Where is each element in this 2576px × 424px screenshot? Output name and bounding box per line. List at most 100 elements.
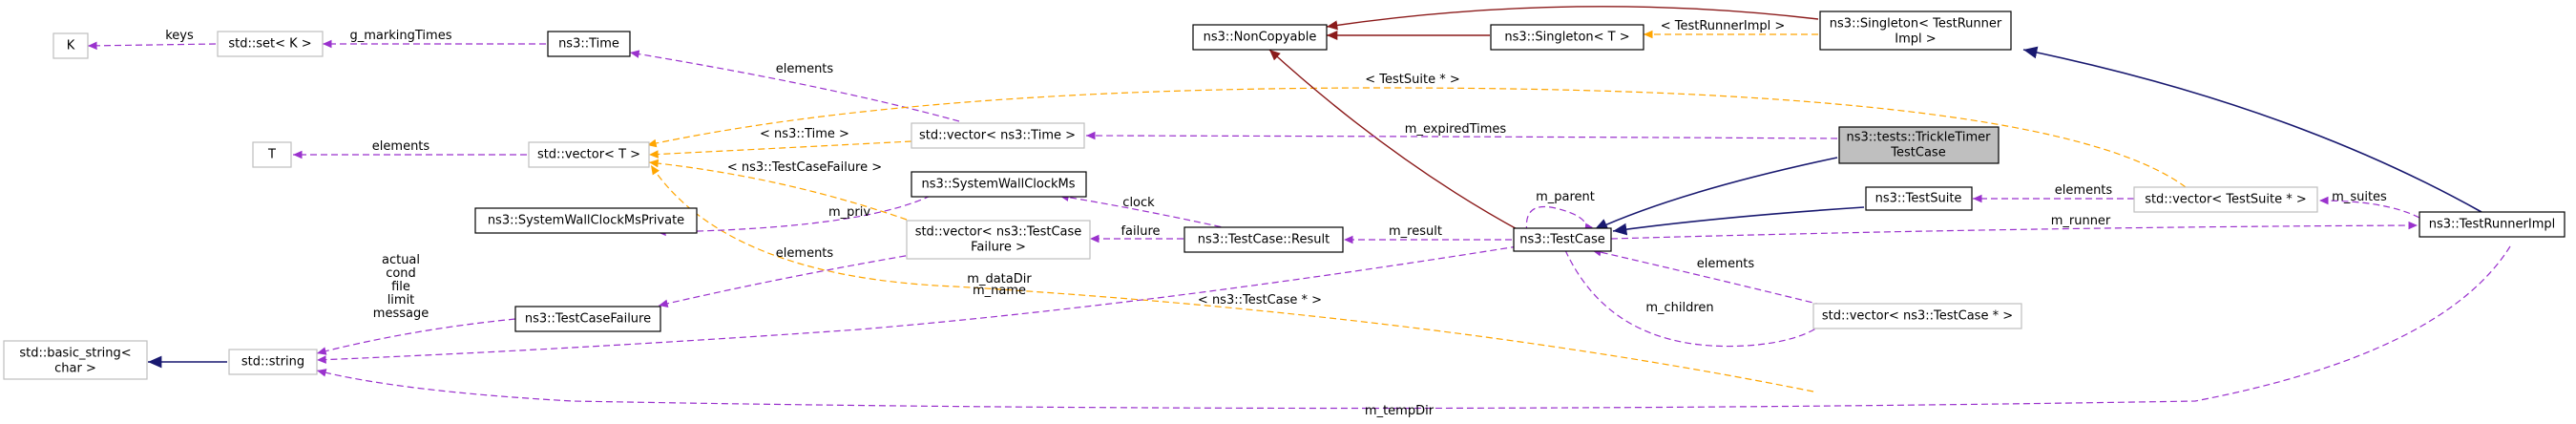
node-noncopyable-label: ns3::NonCopyable [1204, 31, 1317, 45]
label-m-runner: m_runner [2051, 214, 2111, 228]
edge-tpl-testsuite [646, 87, 2187, 188]
nodes: K std::set< K > ns3::Time T std::vector<… [3, 11, 2566, 380]
node-wallclock-label: ns3::SystemWallClockMs [921, 178, 1075, 192]
node-vector-suite-label: std::vector< TestSuite * > [2145, 193, 2307, 207]
node-singleton-runner[interactable]: ns3::Singleton< TestRunner Impl > [1819, 11, 2012, 51]
label-elements-testcase: elements [1697, 257, 1755, 271]
label-field-file: file [391, 280, 410, 294]
node-singleton-t-label: ns3::Singleton< T > [1504, 31, 1629, 45]
label-g-marking-times: g_markingTimes [350, 29, 452, 43]
label-m-datadir: m_dataDir [967, 272, 1032, 286]
node-basic-string-label-2: char > [54, 362, 96, 376]
label-m-name: m_name [973, 284, 1026, 298]
edge-trickle-testcase [1593, 157, 1838, 231]
node-vector-testcase[interactable]: std::vector< ns3::TestCase * > [1812, 303, 2022, 329]
node-wallclock-private[interactable]: ns3::SystemWallClockMsPrivate [474, 207, 698, 234]
node-noncopyable[interactable]: ns3::NonCopyable [1192, 24, 1328, 51]
label-m-children: m_children [1645, 301, 1713, 315]
node-vector-testcase-label: std::vector< ns3::TestCase * > [1822, 309, 2013, 324]
node-trickle-label-2: TestCase [1890, 146, 1945, 160]
label-tpl-testsuite: < TestSuite * > [1365, 73, 1459, 87]
edge-m-children [1564, 249, 1829, 348]
edge-elements-testcase [1591, 247, 1833, 308]
node-wallclock-private-label: ns3::SystemWallClockMsPrivate [488, 214, 684, 228]
edge-m-runner [1610, 221, 2419, 240]
label-failure: failure [1120, 224, 1160, 239]
node-result[interactable]: ns3::TestCase::Result [1183, 226, 1344, 253]
edge-elements-failure [658, 253, 917, 308]
node-wallclock[interactable]: ns3::SystemWallClockMs [911, 171, 1087, 198]
node-t-label: T [267, 148, 276, 162]
edge-m-parent [1525, 206, 1593, 234]
node-k[interactable]: K [52, 32, 89, 59]
node-result-label: ns3::TestCase::Result [1198, 233, 1330, 247]
label-keys: keys [165, 29, 194, 43]
node-testcase[interactable]: ns3::TestCase [1513, 227, 1612, 252]
node-vector-failure-label-2: Failure > [971, 241, 1026, 255]
edge-testcase-noncopyable [1268, 49, 1523, 233]
edge-tpl-time [648, 140, 912, 159]
node-vector-time[interactable]: std::vector< ns3::Time > [911, 122, 1085, 149]
label-field-cond: cond [386, 266, 416, 281]
edge-tpl-testcase [650, 164, 1814, 392]
node-testcase-failure[interactable]: ns3::TestCaseFailure [514, 306, 661, 332]
edge-labels: keys g_markingTimes elements elements < … [165, 19, 2387, 418]
label-elements-suite: elements [2055, 183, 2113, 198]
node-testcase-failure-label: ns3::TestCaseFailure [525, 312, 651, 327]
node-set-k-label: std::set< K > [228, 37, 311, 52]
node-basic-string[interactable]: std::basic_string< char > [3, 340, 148, 380]
node-singleton-runner-label-2: Impl > [1895, 32, 1936, 47]
edges [87, 6, 2511, 410]
label-m-priv: m_priv [828, 205, 870, 220]
edge-runner-noncopyable [1326, 6, 1819, 31]
edge-tpl-failure [648, 159, 908, 221]
label-clock: clock [1122, 196, 1155, 210]
node-string[interactable]: std::string [228, 349, 318, 375]
label-field-actual: actual [382, 253, 420, 267]
node-k-label: K [67, 39, 75, 53]
label-field-message: message [373, 307, 429, 321]
label-tpl-time: < ns3::Time > [760, 127, 849, 141]
node-trickle-label-1: ns3::tests::TrickleTimer [1847, 131, 1992, 145]
node-singleton-t[interactable]: ns3::Singleton< T > [1490, 24, 1644, 51]
label-elements-failure: elements [776, 246, 834, 261]
edge-testsuite-testcase [1612, 206, 1865, 236]
edge-clock [1058, 193, 1232, 230]
node-vector-t[interactable]: std::vector< T > [528, 141, 650, 168]
label-m-suites: m_suites [2332, 190, 2387, 204]
node-basic-string-label-1: std::basic_string< [19, 347, 131, 361]
node-vector-failure[interactable]: std::vector< ns3::TestCase Failure > [906, 220, 1091, 260]
label-m-expired-times: m_expiredTimes [1405, 122, 1507, 137]
edge-m-temp-dir [316, 245, 2511, 410]
node-vector-suite[interactable]: std::vector< TestSuite * > [2133, 186, 2318, 213]
node-testcase-label: ns3::TestCase [1519, 233, 1604, 247]
node-vector-time-label: std::vector< ns3::Time > [919, 129, 1076, 143]
edge-runnerimpl-singleton [2022, 46, 2482, 213]
label-m-result: m_result [1389, 224, 1442, 239]
node-testsuite-label: ns3::TestSuite [1875, 192, 1962, 206]
node-testsuite[interactable]: ns3::TestSuite [1865, 186, 1973, 211]
label-m-temp-dir: m_tempDir [1365, 404, 1435, 418]
node-trickle-timer-testcase[interactable]: ns3::tests::TrickleTimer TestCase [1838, 126, 2000, 164]
node-set-k[interactable]: std::set< K > [217, 31, 324, 57]
node-vector-failure-label-1: std::vector< ns3::TestCase [915, 225, 1082, 240]
node-singleton-runner-label-1: ns3::Singleton< TestRunner [1830, 17, 2002, 32]
label-elements-t: elements [372, 139, 430, 154]
label-elements-time: elements [776, 62, 834, 76]
label-m-parent: m_parent [1536, 190, 1595, 204]
label-tpl-runner: < TestRunnerImpl > [1661, 19, 1786, 33]
edge-m-suites [2318, 196, 2420, 219]
edge-elements-time [629, 50, 960, 122]
node-runner-impl[interactable]: ns3::TestRunnerImpl [2419, 211, 2566, 238]
node-time[interactable]: ns3::Time [547, 31, 631, 57]
edge-failure-fields [316, 318, 516, 355]
node-vector-t-label: std::vector< T > [537, 148, 640, 162]
node-t[interactable]: T [252, 141, 292, 168]
node-time-label: ns3::Time [558, 37, 619, 52]
edge-m-priv [656, 195, 932, 237]
node-runner-impl-label: ns3::TestRunnerImpl [2429, 218, 2556, 232]
label-field-limit: limit [387, 293, 415, 307]
label-tpl-failure: < ns3::TestCaseFailure > [727, 160, 882, 175]
edge-keys [87, 41, 217, 51]
